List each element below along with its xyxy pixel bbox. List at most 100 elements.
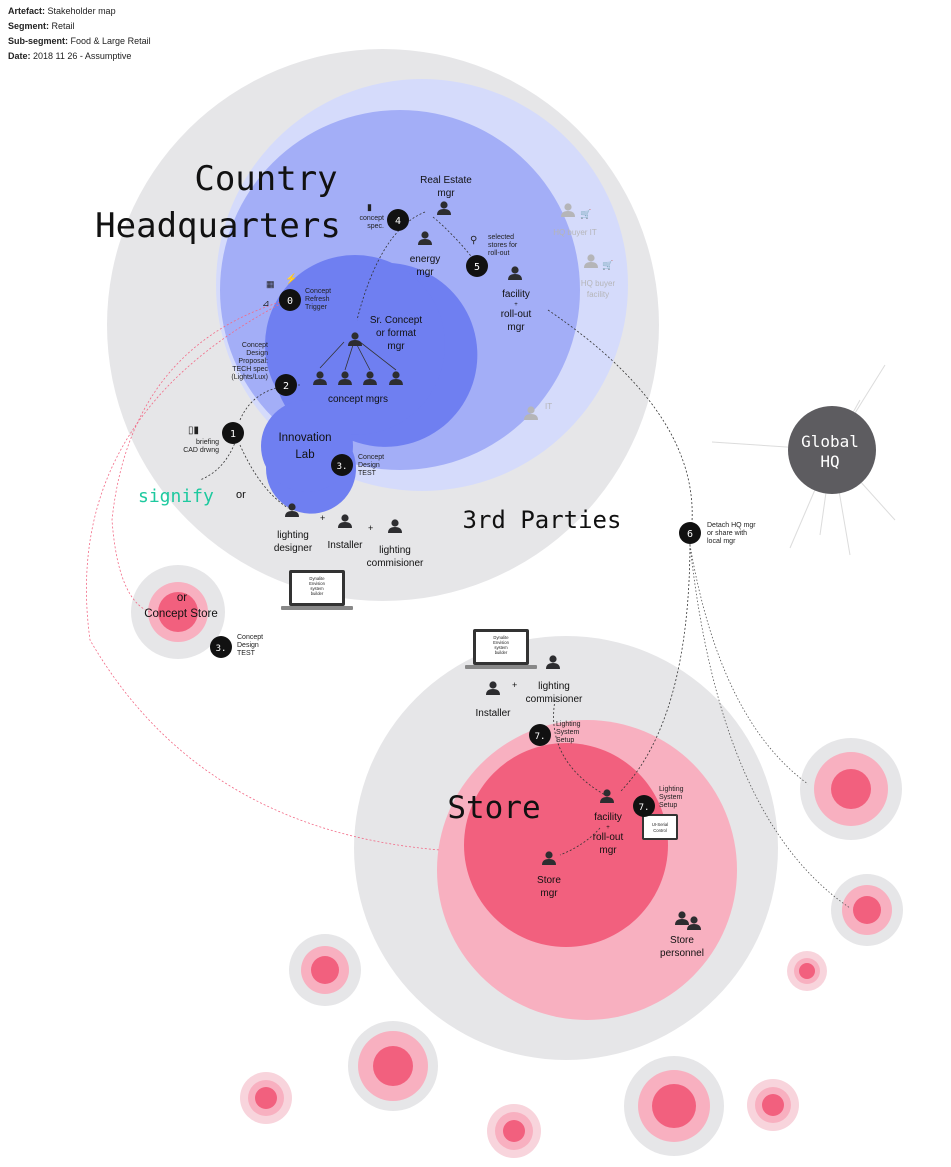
svg-text:briefing: briefing [196, 439, 219, 446]
country-hq-title-2: Headquarters [95, 206, 341, 246]
sr-concept-label-2: or format [376, 328, 416, 339]
lighting-designer-label: lighting [277, 530, 309, 541]
concept-mgrs-label: concept mgrs [328, 394, 388, 405]
lighting-commissioner-label-2: commisioner [367, 558, 424, 569]
svg-text:7.: 7. [535, 732, 546, 742]
concept-store-title-2: Concept Store [144, 608, 218, 620]
svg-text:Setup: Setup [659, 802, 677, 809]
store-deep-zone [464, 743, 668, 947]
it-label: IT [545, 402, 552, 411]
svg-text:System: System [659, 794, 683, 801]
plus-sign: + [368, 523, 373, 533]
sr-concept-label: Sr. Concept [370, 315, 422, 326]
facility-hq-label: facility [502, 289, 530, 300]
step-7-setup: 7. Lighting System Setup [529, 721, 581, 746]
svg-text:Refresh: Refresh [305, 296, 330, 303]
svg-text:TEST: TEST [358, 470, 377, 477]
store-commissioner-label: lighting [538, 681, 570, 692]
svg-text:(Lights/Lux): (Lights/Lux) [231, 374, 268, 381]
svg-text:concept: concept [359, 215, 384, 222]
country-hq-title-1: Country [194, 159, 337, 199]
svg-text:5: 5 [474, 262, 480, 273]
svg-text:TECH spec: TECH spec [232, 366, 268, 373]
svg-text:Setup: Setup [556, 737, 574, 744]
real-estate-label: Real Estate [420, 175, 472, 186]
svg-text:Design: Design [358, 462, 380, 469]
hq-buyer-it-label: HQ buyer IT [553, 228, 597, 237]
store-mgr-label-2: mgr [540, 888, 558, 899]
hq-buyer-facility-label: HQ buyer [581, 279, 616, 288]
svg-text:Lighting: Lighting [556, 721, 581, 728]
lighting-commissioner-label: lighting [379, 545, 411, 556]
svg-text:Concept: Concept [242, 342, 268, 349]
step-1: 1 briefing CAD drwng ▯▮ [183, 422, 244, 454]
concept-store-title-1: or [177, 592, 187, 604]
svg-text:TEST: TEST [237, 650, 256, 657]
calendar-icon: ▦ [266, 279, 275, 289]
signify-logo: signify [138, 486, 214, 507]
or-label: or [236, 489, 246, 501]
svg-text:0: 0 [287, 296, 293, 307]
store-personnel-label: Store [670, 935, 694, 946]
svg-text:Envision: Envision [309, 581, 325, 586]
facility-store-label: facility [594, 812, 622, 823]
concept-store-inner [158, 592, 198, 632]
lightning-icon: ⚡ [285, 272, 297, 285]
svg-text:builder: builder [311, 591, 324, 596]
svg-text:builder: builder [495, 650, 508, 655]
global-hq [788, 406, 876, 494]
connectors [86, 211, 851, 909]
cart-icon: 🛒 [580, 208, 591, 219]
location-pin-icon: ⚲ [470, 235, 477, 246]
svg-text:Trigger: Trigger [305, 304, 328, 311]
step-6: 6 Detach HQ mgr or share with local mgr [679, 522, 756, 545]
step-7-control: 7. Lighting System Setup [633, 786, 684, 817]
svg-text:Detach HQ mgr: Detach HQ mgr [707, 522, 756, 529]
energy-label-2: mgr [416, 267, 434, 278]
svg-text:Dynalite: Dynalite [493, 635, 509, 640]
meta-segment: Segment: Retail [8, 21, 75, 31]
meta-date: Date: 2018 11 26 - Assumptive [8, 51, 132, 61]
facility-hq-plus: + [514, 302, 518, 308]
global-hq-title-1: Global [801, 432, 859, 451]
svg-text:Proposal:: Proposal: [238, 358, 268, 365]
svg-text:system: system [494, 645, 508, 650]
facility-store-plus: + [606, 825, 610, 831]
step-3-lab: 3. Concept Design TEST [331, 454, 384, 477]
svg-text:6: 6 [687, 529, 693, 540]
svg-text:CAD drwng: CAD drwng [183, 447, 219, 454]
store-title: Store [447, 790, 540, 826]
sr-concept-label-3: mgr [387, 341, 405, 352]
laptop-icon: Dynalite Envision system builder [465, 629, 537, 669]
svg-text:Lighting: Lighting [659, 786, 684, 793]
meta-artefact: Artefact: Stakeholder map [8, 6, 116, 16]
svg-text:selected: selected [488, 234, 514, 241]
energy-label: energy [410, 254, 441, 265]
svg-text:Control: Control [653, 828, 667, 833]
innovation-lab-title-2: Lab [295, 449, 314, 461]
svg-text:local mgr: local mgr [707, 538, 736, 545]
plus-sign: + [512, 680, 517, 690]
svg-text:3.: 3. [216, 644, 227, 654]
svg-text:Design: Design [237, 642, 259, 649]
innovation-lab-zone [261, 400, 353, 492]
store-commissioner-label-2: commisioner [526, 694, 583, 705]
svg-text:System: System [556, 729, 580, 736]
step-2: 2 Concept Design Proposal: TECH spec (Li… [231, 342, 297, 396]
svg-text:4: 4 [395, 216, 401, 227]
chart-icon: ⊿ [262, 298, 270, 308]
svg-text:2: 2 [283, 381, 289, 392]
store-installer-label: Installer [475, 708, 511, 719]
svg-text:stores for: stores for [488, 242, 518, 249]
store-mgr-label: Store [537, 875, 561, 886]
svg-text:spec.: spec. [367, 223, 384, 230]
cart-icon: 🛒 [602, 259, 613, 270]
innovation-lab-title-1: Innovation [278, 432, 331, 444]
step-5: 5 selected stores for roll-out ⚲ [466, 234, 518, 277]
svg-text:or share with: or share with [707, 530, 747, 537]
store-personnel-label-2: personnel [660, 948, 704, 959]
svg-text:Envision: Envision [493, 640, 509, 645]
svg-text:3.: 3. [337, 462, 348, 472]
facility-store-label-3: roll-out [593, 832, 624, 843]
